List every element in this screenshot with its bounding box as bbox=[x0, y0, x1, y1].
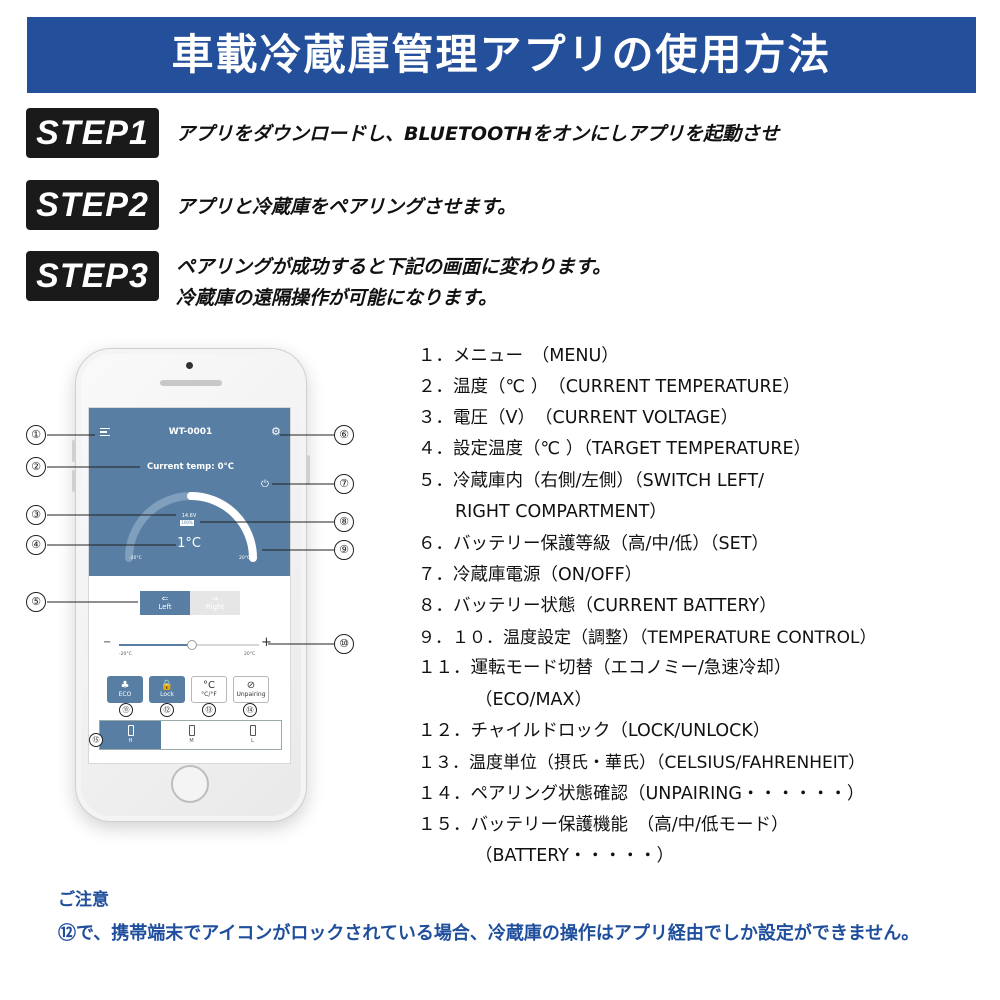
decrease-temp-button[interactable]: − bbox=[103, 637, 112, 648]
temp-slider-fill bbox=[119, 644, 192, 646]
lock-icon: 🔒 bbox=[160, 680, 174, 691]
unpairing-button[interactable]: ⊘ Unpairing bbox=[233, 676, 269, 703]
compartment-left-button[interactable]: ⇐ Left bbox=[140, 591, 190, 615]
legend-item: １１．運転モード切替（エコノミー/急速冷却） bbox=[418, 658, 792, 678]
lock-button[interactable]: 🔒 Lock bbox=[149, 676, 185, 703]
battery-mode-low-label: L bbox=[251, 738, 254, 744]
legend-item: ４．設定温度（℃ ）（TARGET TEMPERATURE） bbox=[418, 439, 812, 459]
legend-item: ９．１０．温度設定（調整）（TEMPERATURE CONTROL） bbox=[418, 628, 877, 648]
legend-item: １３．温度単位（摂氏・華氏）（CELSIUS/FAHRENHEIT） bbox=[418, 753, 866, 773]
gauge-max-label: 20°C bbox=[239, 556, 251, 561]
callout-10: ⑩ bbox=[334, 634, 354, 654]
step3-text-line2: 冷蔵庫の遠隔操作が可能になります。 bbox=[176, 287, 498, 309]
battery-mode-medium[interactable]: M bbox=[161, 721, 222, 749]
compartment-right-label: Right bbox=[205, 603, 225, 611]
callout-12: ⑫ bbox=[160, 703, 174, 717]
callout-11: ⑪ bbox=[119, 703, 133, 717]
unpairing-label: Unpairing bbox=[236, 691, 266, 698]
compartment-right-button[interactable]: ⇒ Right bbox=[190, 591, 240, 615]
power-icon[interactable]: ⏻ bbox=[261, 479, 269, 490]
callout-3: ③ bbox=[26, 505, 46, 525]
callout-4: ④ bbox=[26, 535, 46, 555]
header-banner: 車載冷蔵庫管理アプリの使用方法 bbox=[27, 17, 976, 93]
step3-badge: STEP3 bbox=[26, 251, 159, 301]
battery-status-icon: 100% bbox=[180, 520, 194, 526]
slider-max-label: 20°C bbox=[244, 652, 256, 657]
compartment-left-label: Left bbox=[158, 603, 172, 611]
battery-mode-medium-label: M bbox=[189, 738, 194, 744]
step2-text: アプリと冷蔵庫をペアリングさせます。 bbox=[176, 196, 517, 218]
legend-item: ５．冷蔵庫内（右側/左側）（SWITCH LEFT/ bbox=[418, 471, 764, 491]
home-button[interactable] bbox=[171, 765, 209, 803]
legend-item: ７．冷蔵庫電源（ON/OFF） bbox=[418, 565, 643, 585]
gauge-min-label: -20°C bbox=[129, 556, 142, 561]
battery-mode-high-label: H bbox=[128, 738, 133, 744]
temp-unit-button[interactable]: °C °C/°F bbox=[191, 676, 227, 703]
target-temp-readout: 1°C bbox=[177, 536, 201, 551]
page-title: 車載冷蔵庫管理アプリの使用方法 bbox=[171, 30, 832, 79]
callout-1: ① bbox=[26, 425, 46, 445]
battery-icon bbox=[188, 725, 195, 736]
unlink-icon: ⊘ bbox=[246, 680, 256, 691]
note-title: ご注意 bbox=[58, 890, 109, 910]
celsius-icon: °C bbox=[203, 680, 215, 691]
legend-item: ８．バッテリー状態（CURRENT BATTERY） bbox=[418, 596, 777, 616]
arrow-left-icon: ⇐ bbox=[161, 594, 169, 603]
increase-temp-button[interactable]: + bbox=[261, 635, 272, 650]
lock-label: Lock bbox=[160, 691, 174, 698]
phone-volume-button bbox=[72, 440, 75, 462]
battery-icon bbox=[249, 725, 256, 736]
temp-unit-label: °C/°F bbox=[201, 691, 217, 698]
legend-item: １５．バッテリー保護機能 （高/中/低モード） bbox=[418, 815, 789, 835]
legend-item: １．メニュー （MENU） bbox=[418, 346, 619, 366]
menu-icon[interactable] bbox=[100, 428, 110, 436]
battery-protection-selector: H M L bbox=[99, 720, 282, 750]
battery-mode-low[interactable]: L bbox=[222, 721, 283, 749]
phone-volume-button-2 bbox=[72, 470, 75, 492]
callout-5: ⑤ bbox=[26, 592, 46, 612]
phone-power-button bbox=[307, 455, 310, 485]
temp-slider-handle[interactable] bbox=[186, 640, 197, 650]
callout-7: ⑦ bbox=[334, 474, 354, 494]
arrow-right-icon: ⇒ bbox=[211, 594, 219, 603]
callout-2: ② bbox=[26, 457, 46, 477]
callout-15: ⑮ bbox=[89, 733, 103, 747]
gear-icon[interactable]: ⚙ bbox=[271, 425, 281, 438]
step2-badge: STEP2 bbox=[26, 180, 159, 230]
leaf-icon: ♣ bbox=[120, 680, 130, 691]
slider-min-label: -20°C bbox=[119, 652, 132, 657]
callout-6: ⑥ bbox=[334, 425, 354, 445]
callout-14: ⑭ bbox=[243, 703, 257, 717]
callout-9: ⑨ bbox=[334, 540, 354, 560]
battery-mode-high[interactable]: H bbox=[100, 721, 161, 749]
callout-8: ⑧ bbox=[334, 512, 354, 532]
current-temp-readout: Current temp: 0°C bbox=[146, 462, 235, 472]
legend-item: １２．チャイルドロック（LOCK/UNLOCK） bbox=[418, 721, 771, 741]
legend-item: RIGHT COMPARTMENT） bbox=[455, 502, 667, 522]
eco-mode-button[interactable]: ♣ ECO bbox=[107, 676, 143, 703]
legend-item: （BATTERY・・・・・） bbox=[475, 846, 674, 866]
temperature-gauge bbox=[125, 492, 257, 562]
legend-item: （ECO/MAX） bbox=[475, 690, 593, 710]
note-body: ⑫で、携帯端末でアイコンがロックされている場合、冷蔵庫の操作はアプリ経由でしか設… bbox=[58, 923, 920, 944]
device-name: WT-0001 bbox=[168, 427, 213, 437]
legend-item: １４．ペアリング状態確認（UNPAIRING・・・・・・） bbox=[418, 784, 865, 804]
camera-icon bbox=[186, 362, 193, 369]
battery-icon bbox=[127, 725, 134, 736]
step3-text: ペアリングが成功すると下記の画面に変わります。 bbox=[176, 256, 612, 278]
gauge-fill bbox=[187, 492, 257, 562]
callout-13: ⑬ bbox=[202, 703, 216, 717]
eco-label: ECO bbox=[118, 691, 132, 698]
step1-badge: STEP1 bbox=[26, 108, 159, 158]
speaker-grille bbox=[160, 380, 222, 386]
legend-item: ６．バッテリー保護等級（高/中/低）（SET） bbox=[418, 534, 769, 554]
app-header-panel: WT-0001 ⚙ Current temp: 0°C ⏻ 14.6V 100%… bbox=[89, 408, 290, 576]
legend-item: ２．温度（℃ ） （CURRENT TEMPERATURE） bbox=[418, 377, 801, 397]
step1-text: アプリをダウンロードし、BLUETOOTHをオンにしアプリを起動させ bbox=[176, 123, 780, 145]
voltage-readout: 14.6V bbox=[181, 513, 197, 519]
legend-item: ３．電圧（V） （CURRENT VOLTAGE） bbox=[418, 408, 739, 428]
